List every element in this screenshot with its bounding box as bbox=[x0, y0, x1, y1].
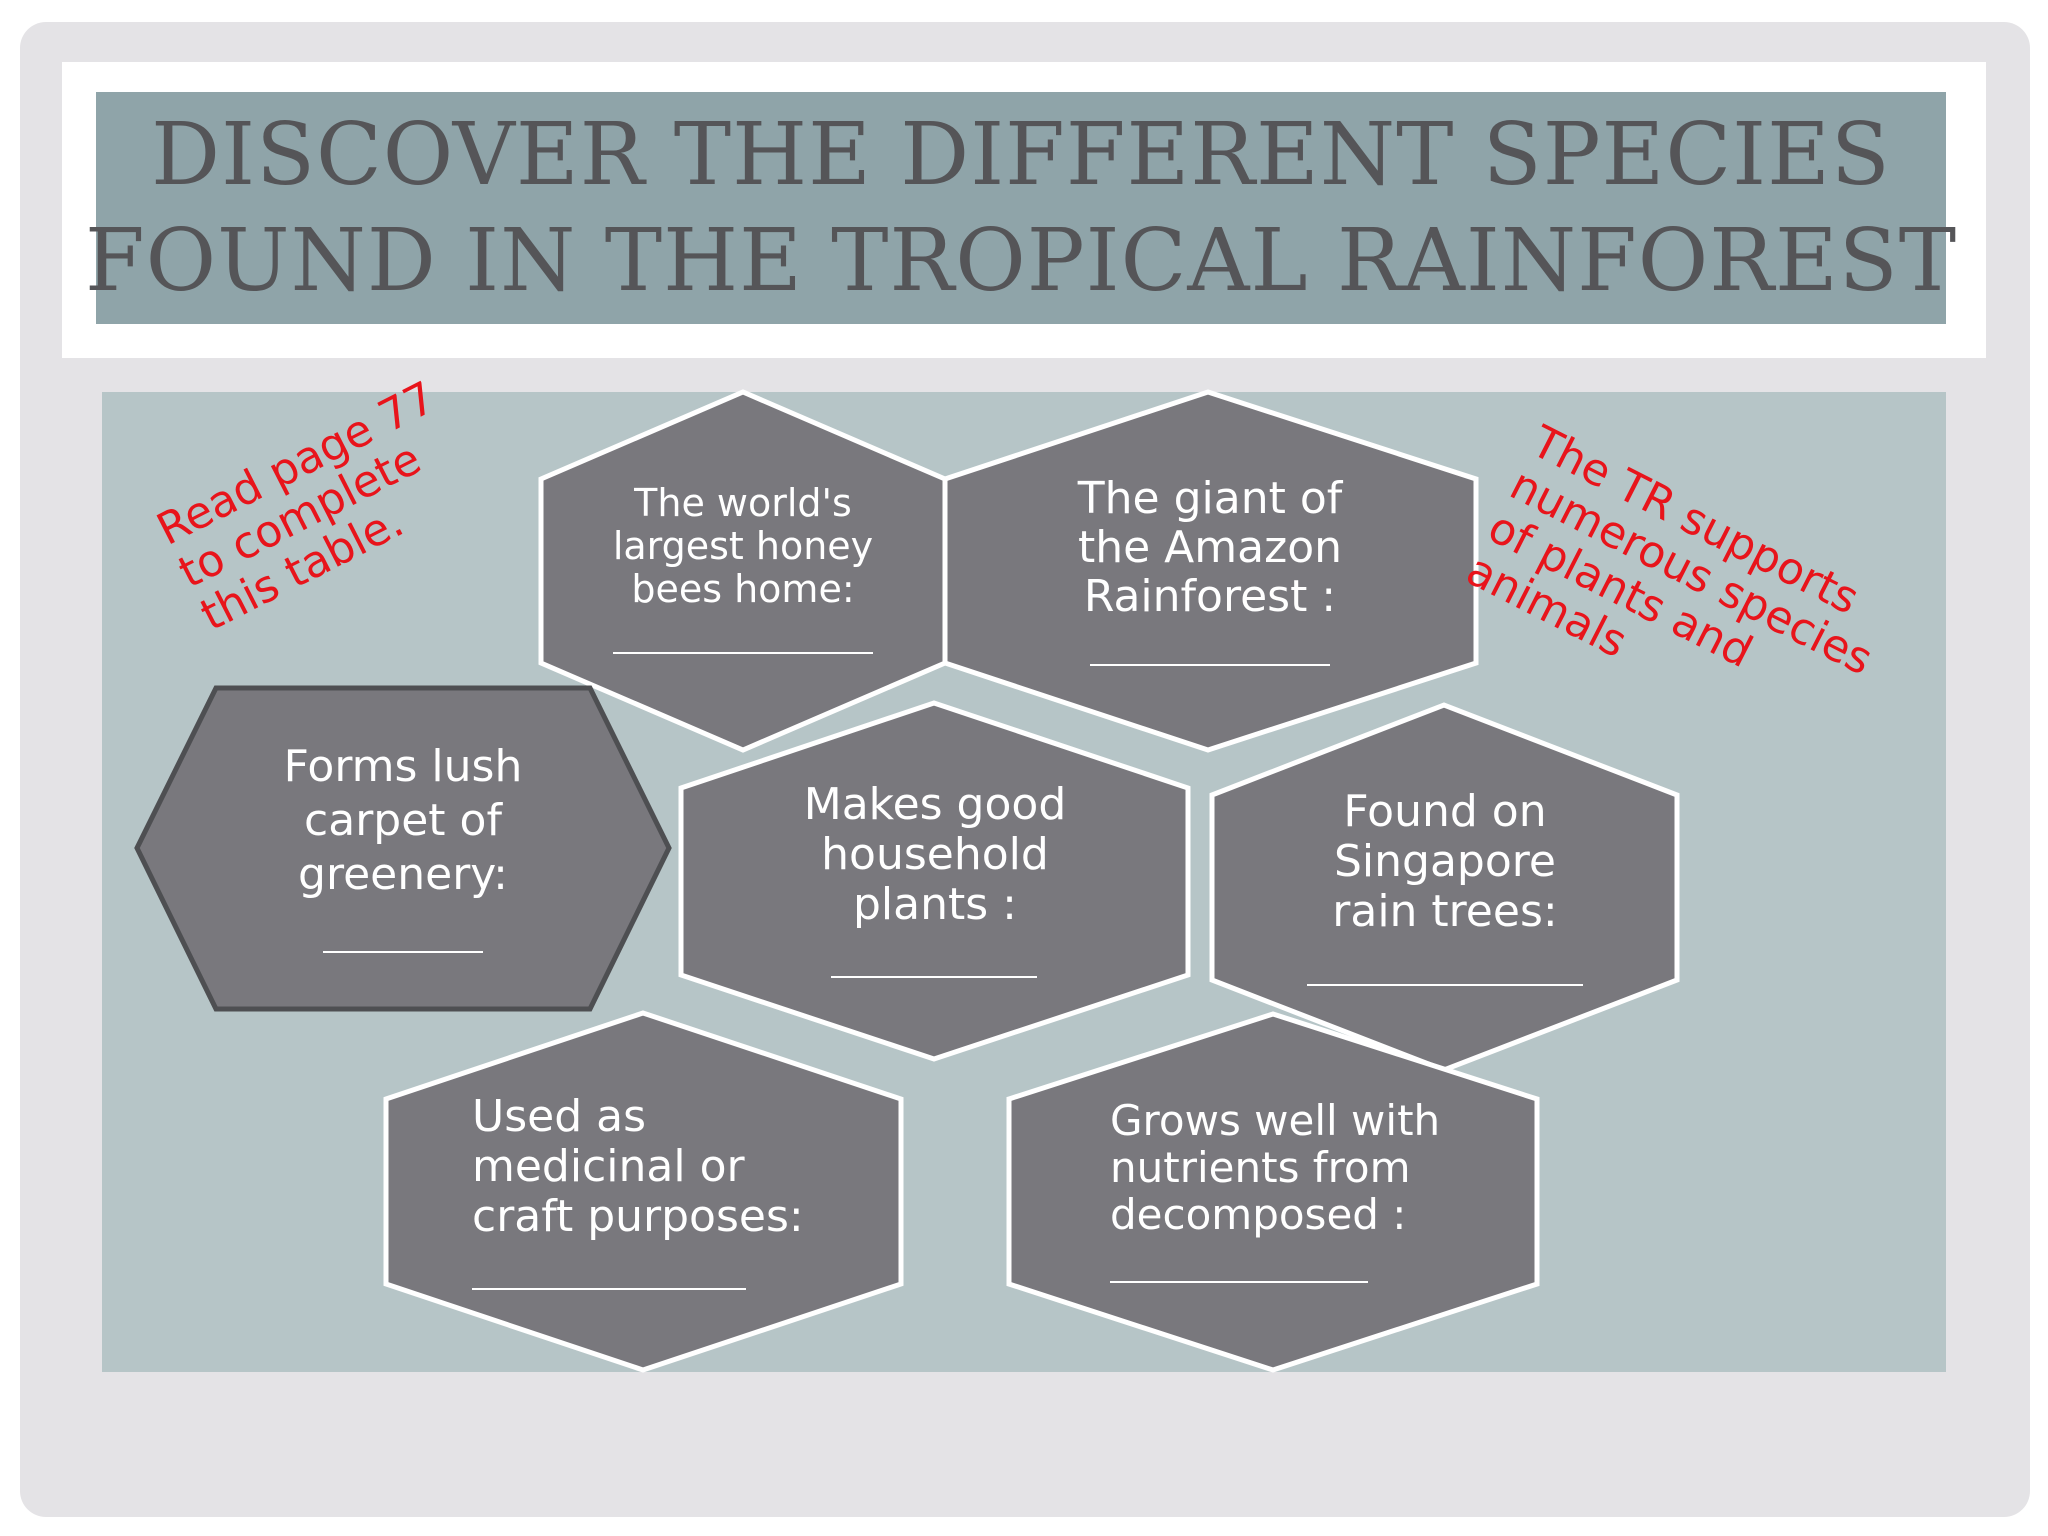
cell-decomposed-label: Grows well with nutrients from decompose… bbox=[1110, 1096, 1441, 1239]
cell-greenery-label: Forms lush carpet of greenery: bbox=[283, 741, 523, 900]
cell-medicinal-label: Used as medicinal or craft purposes: bbox=[472, 1091, 804, 1242]
cell-household-plants-blank[interactable] bbox=[831, 976, 1037, 978]
cell-rain-trees-label: Found on Singapore rain trees: bbox=[1332, 786, 1558, 937]
hexagon-greenery bbox=[134, 685, 672, 1012]
cell-honey-bees-label: The world's largest honey bees home: bbox=[612, 481, 874, 611]
slide-title-line-2: found in the tropical rainforest bbox=[84, 211, 1958, 311]
cell-medicinal-blank[interactable] bbox=[472, 1288, 746, 1290]
cell-household-plants-label: Makes good household plants : bbox=[803, 779, 1067, 930]
hexagon-giant-amazon bbox=[942, 389, 1479, 753]
cell-honey-bees-blank[interactable] bbox=[613, 652, 873, 654]
slide-title-line-1: Discover the different species bbox=[151, 105, 1891, 205]
cell-giant-amazon-blank[interactable] bbox=[1090, 664, 1330, 666]
title-band: Discover the different species found in … bbox=[85, 92, 1956, 324]
hexagon-rain-trees bbox=[1209, 702, 1680, 1073]
cell-rain-trees-blank[interactable] bbox=[1307, 984, 1583, 986]
hexagon-medicinal bbox=[383, 1010, 904, 1373]
cell-decomposed-blank[interactable] bbox=[1110, 1281, 1368, 1283]
hexagon-household-plants bbox=[678, 700, 1191, 1062]
cell-greenery-blank[interactable] bbox=[323, 951, 483, 953]
cell-giant-amazon-label: The giant of the Amazon Rainforest : bbox=[1077, 473, 1343, 622]
